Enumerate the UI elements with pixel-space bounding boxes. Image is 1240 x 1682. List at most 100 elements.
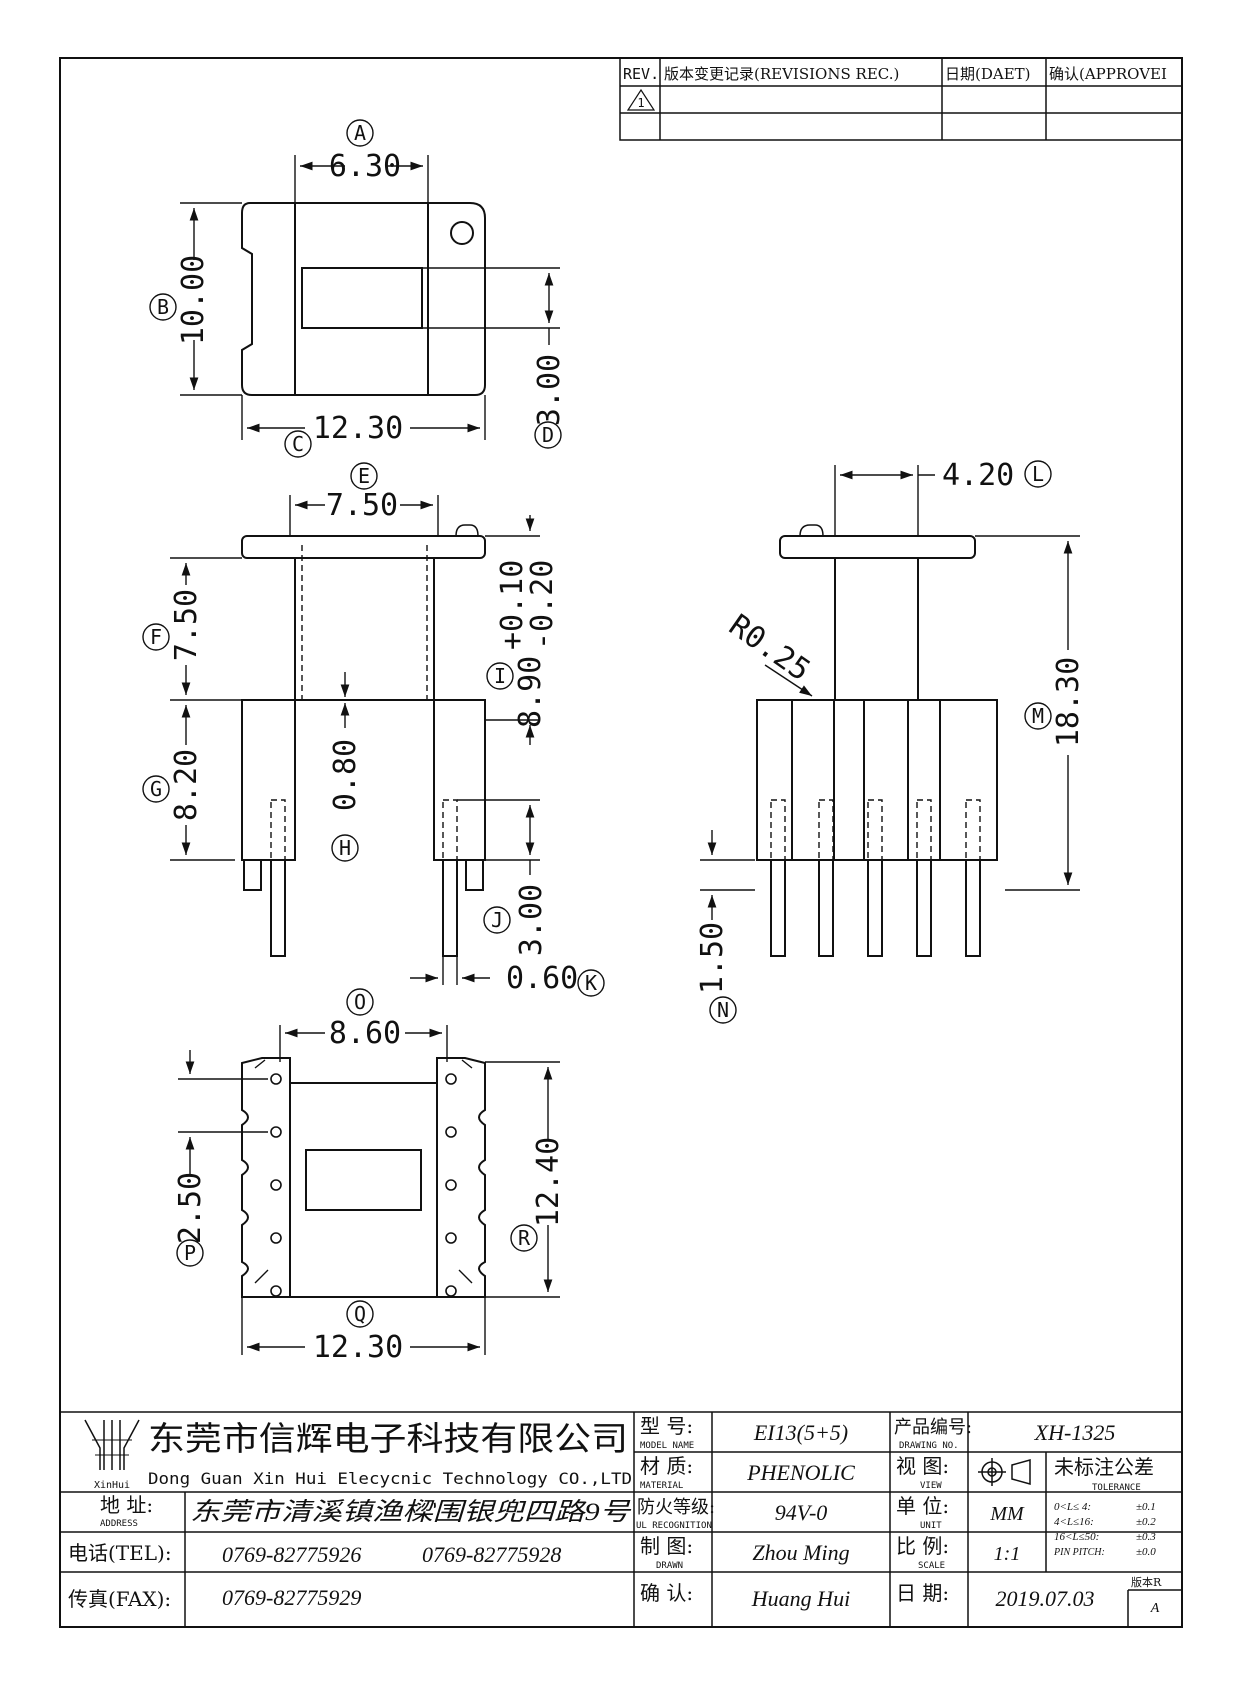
dim-n-text: 1.50 — [695, 922, 730, 994]
marker-r: R — [518, 1226, 531, 1250]
rev-header-records: 版本变更记录(REVISIONS REC.) — [664, 65, 899, 83]
dim-m-text: 18.30 — [1051, 657, 1086, 747]
tolerance-value-4: ±0.0 — [1136, 1546, 1156, 1558]
scale-label: 比 例: — [896, 1534, 949, 1558]
tel-1: 0769-82775926 — [222, 1542, 361, 1567]
tolerance-value-1: ±0.1 — [1136, 1501, 1156, 1513]
dim-radius-text: R0.25 — [722, 608, 816, 688]
confirm-value: Huang Hui — [751, 1586, 850, 1611]
marker-j: J — [491, 908, 503, 932]
view-label: 视 图: — [896, 1454, 949, 1478]
rev-mark: 1 — [637, 96, 644, 110]
tolerance-title-en: TOLERANCE — [1092, 1483, 1141, 1493]
marker-letters: A B C D E F G H I J K L M N O P Q R — [150, 121, 1044, 1326]
marker-n: N — [717, 998, 729, 1022]
marker-f: F — [150, 625, 162, 649]
marker-l: L — [1032, 462, 1044, 486]
dim-l-text: 4.20 — [942, 458, 1014, 493]
version-value: A — [1150, 1601, 1160, 1616]
marker-c: C — [292, 432, 304, 456]
dim-k-text: 0.60 — [506, 961, 578, 996]
view-label-en: VIEW — [920, 1481, 942, 1491]
dim-e-text: 7.50 — [326, 488, 398, 523]
revision-table — [619, 57, 1183, 141]
version-label: 版本R — [1131, 1575, 1162, 1589]
address-label: 地 址: — [100, 1493, 153, 1517]
dim-i-upper-text: +0.10 — [495, 560, 530, 650]
material-value: PHENOLIC — [746, 1460, 855, 1485]
scale-value: 1:1 — [994, 1543, 1021, 1565]
address-value: 东莞市清溪镇渔樑围银兜四路9号 — [190, 1498, 632, 1526]
company-logo — [84, 1419, 140, 1470]
logo-text: XinHui — [94, 1480, 130, 1491]
rev-header-approve: 确认(APPROVEI — [1049, 65, 1167, 83]
revision-triangle-icon — [626, 88, 656, 111]
date-value: 2019.07.03 — [996, 1586, 1095, 1611]
dim-j-text: 3.00 — [514, 884, 549, 956]
drawn-label-en: DRAWN — [656, 1561, 683, 1571]
dim-a-text: 6.30 — [329, 149, 401, 184]
model-label: 型 号: — [640, 1414, 693, 1438]
ul-value: 94V-0 — [775, 1500, 828, 1525]
dim-p-text: 2.50 — [173, 1172, 208, 1244]
dim-h-text: 0.80 — [328, 739, 363, 811]
markers — [142, 119, 1052, 1328]
drawing-no-label: 产品编号: — [894, 1417, 972, 1438]
material-label: 材 质: — [640, 1454, 693, 1478]
fax-value: 0769-82775929 — [222, 1585, 361, 1610]
tolerance-value-2: ±0.2 — [1136, 1516, 1156, 1528]
marker-e: E — [358, 464, 370, 488]
fax-label: 传真(FAX): — [68, 1587, 171, 1611]
dim-i-text: 8.90 — [513, 656, 548, 728]
material-label-en: MATERIAL — [640, 1481, 683, 1491]
unit-value: MM — [989, 1503, 1025, 1525]
tolerance-title: 未标注公差 — [1054, 1455, 1154, 1479]
marker-g: G — [150, 777, 162, 801]
tolerance-range-3: 16<L≤50: — [1054, 1531, 1099, 1543]
tolerance-range-4: PIN PITCH: — [1053, 1547, 1105, 1558]
confirm-label: 确 认: — [640, 1581, 693, 1605]
bottom-view — [241, 1057, 486, 1298]
drawing-no-label-en: DRAWING NO. — [899, 1441, 959, 1451]
tel-2: 0769-82775928 — [422, 1542, 561, 1567]
drawing-no-value: XH-1325 — [1034, 1420, 1116, 1445]
rev-header-date: 日期(DAET) — [945, 65, 1031, 83]
unit-label-en: UNIT — [920, 1521, 942, 1531]
dim-g-text: 8.20 — [169, 749, 204, 821]
front-view — [241, 524, 486, 957]
address-label-en: ADDRESS — [100, 1519, 138, 1529]
ul-label-en: UL RECOGNITION — [636, 1521, 712, 1531]
title-block-grid — [60, 1411, 1182, 1627]
company-name-en: Dong Guan Xin Hui Elecycnic Technology C… — [148, 1469, 632, 1488]
dim-i-lower-text: -0.20 — [525, 560, 560, 650]
drawn-label: 制 图: — [640, 1534, 693, 1558]
dim-b-text: 10.00 — [176, 255, 211, 345]
unit-label: 单 位: — [896, 1494, 949, 1518]
dim-f-text: 7.50 — [169, 589, 204, 661]
model-label-en: MODEL NAME — [640, 1441, 694, 1451]
dim-r-text: 12.40 — [531, 1137, 566, 1227]
dim-o-text: 8.60 — [329, 1016, 401, 1051]
marker-h: H — [339, 836, 351, 860]
marker-m: M — [1032, 704, 1044, 728]
tel-label: 电话(TEL): — [68, 1541, 172, 1565]
marker-i: I — [494, 664, 506, 688]
tolerance-range-2: 4<L≤16: — [1054, 1516, 1094, 1528]
marker-a: A — [354, 121, 366, 145]
model-value: EI13(5+5) — [753, 1420, 848, 1445]
scale-label-en: SCALE — [918, 1561, 945, 1571]
tolerance-value-3: ±0.3 — [1136, 1531, 1156, 1543]
drawn-value: Zhou Ming — [752, 1540, 849, 1565]
top-view — [241, 202, 486, 396]
dim-c-text: 12.30 — [313, 411, 403, 446]
marker-b: B — [157, 295, 169, 319]
dim-d-text: 3.00 — [532, 354, 567, 426]
marker-d: D — [542, 423, 554, 447]
sheet-border — [59, 57, 1183, 1628]
side-view — [756, 524, 998, 957]
marker-p: P — [184, 1241, 196, 1265]
tolerance-range-1: 0<L≤ 4: — [1054, 1501, 1091, 1513]
marker-q: Q — [354, 1302, 366, 1326]
marker-k: K — [585, 971, 597, 995]
